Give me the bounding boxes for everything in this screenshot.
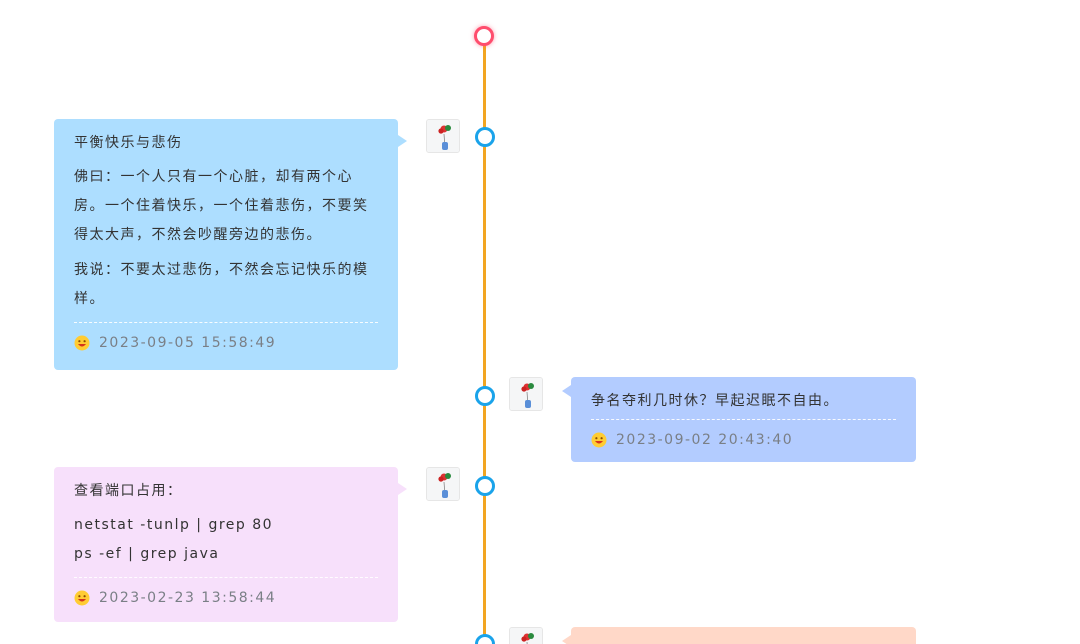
card-timestamp: 2023-09-05 15:58:49 — [99, 335, 277, 351]
balloon-avatar-icon — [510, 628, 542, 644]
balloon-avatar-icon — [427, 120, 459, 152]
balloon-avatar-icon — [427, 468, 459, 500]
card-footer: 2023-09-02 20:43:40 — [591, 419, 896, 454]
card-code-line: netstat -tunlp | grep 80 — [74, 517, 274, 533]
card-timestamp: 2023-09-02 20:43:40 — [616, 432, 794, 448]
smile-emoji-icon — [74, 590, 90, 606]
card-footer: 2023-09-05 15:58:49 — [74, 322, 378, 357]
card-footer: 2023-02-23 13:58:44 — [74, 577, 378, 612]
card-title: 争名夺利几时休？早起迟眠不自由。 — [591, 393, 839, 409]
avatar[interactable] — [509, 377, 543, 411]
avatar[interactable] — [426, 119, 460, 153]
timeline-line — [483, 40, 486, 644]
timeline-node — [475, 476, 495, 496]
timeline-card: 争名夺利几时休？早起迟眠不自由。 2023-09-02 20:43:40 — [562, 377, 916, 462]
card-timestamp: 2023-02-23 13:58:44 — [99, 590, 277, 606]
card-title: 查看端口占用： — [74, 483, 183, 499]
timeline-node — [475, 127, 495, 147]
smile-emoji-icon — [74, 335, 90, 351]
timeline-card: 平衡快乐与悲伤 佛曰：一个人只有一个心脏，却有两个心房。一个住着快乐，一个住着悲… — [54, 119, 407, 370]
avatar[interactable] — [509, 627, 543, 644]
card-code-line: ps -ef | grep java — [74, 546, 220, 562]
card-paragraph: 我说：不要太过悲伤，不然会忘记快乐的模样。 — [74, 262, 369, 307]
timeline-card: 查看端口占用： netstat -tunlp | grep 80 ps -ef … — [54, 467, 407, 622]
timeline-node — [475, 634, 495, 644]
avatar[interactable] — [426, 467, 460, 501]
card-paragraph: 佛曰：一个人只有一个心脏，却有两个心房。一个住着快乐，一个住着悲伤，不要笑得太大… — [74, 169, 369, 243]
timeline-start-dot — [474, 26, 494, 46]
timeline-card — [562, 627, 916, 644]
smile-emoji-icon — [591, 432, 607, 448]
card-body: netstat -tunlp | grep 80 ps -ef | grep j… — [74, 511, 378, 569]
card-body: 佛曰：一个人只有一个心脏，却有两个心房。一个住着快乐，一个住着悲伤，不要笑得太大… — [74, 163, 378, 314]
timeline-node — [475, 386, 495, 406]
balloon-avatar-icon — [510, 378, 542, 410]
card-title: 平衡快乐与悲伤 — [74, 135, 183, 151]
